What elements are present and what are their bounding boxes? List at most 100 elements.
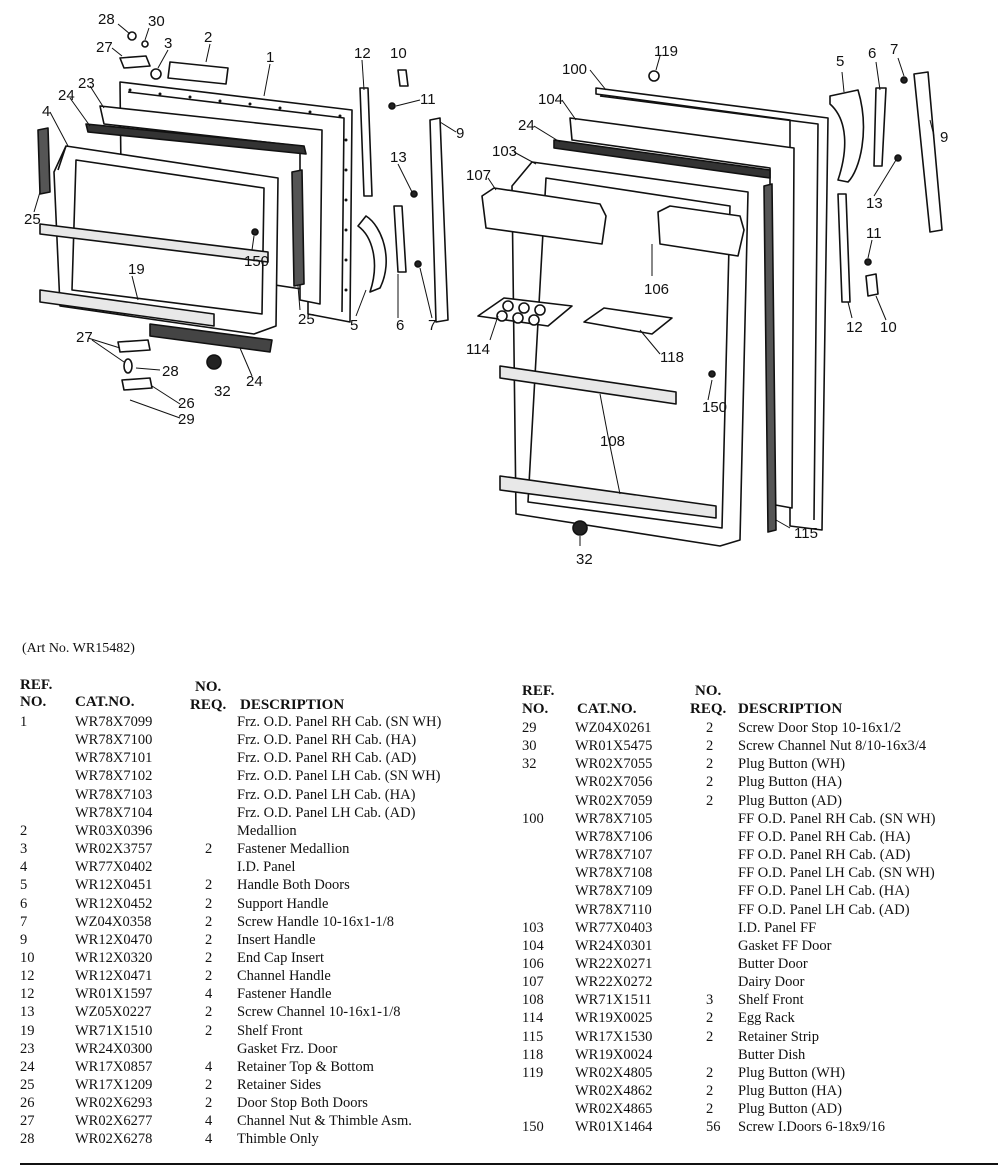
part-catalog-number: WR01X5475: [575, 738, 653, 755]
part-description: Frz. O.D. Panel RH Cab. (SN WH): [237, 714, 442, 730]
callout-24: 24: [246, 373, 263, 390]
callout-10: 10: [880, 319, 897, 336]
part-ref-number: 6: [20, 895, 28, 912]
part-description: Frz. O.D. Panel LH Cab. (SN WH): [237, 768, 441, 785]
part-catalog-number: WR22X0272: [575, 974, 653, 991]
part-catalog-number: WR17X1209: [75, 1077, 153, 1093]
part-quantity: 2: [205, 877, 213, 894]
part-description: Channel Nut & Thimble Asm.: [237, 1113, 412, 1130]
part-description: Screw Handle 10-16x1-1/8: [237, 913, 395, 930]
butter-dish: [583, 307, 673, 335]
right-cat-header: CAT.NO.: [577, 701, 637, 717]
part-catalog-number: WR19X0024: [575, 1046, 653, 1063]
callout-32: 32: [576, 551, 593, 568]
part-ref-number: 9: [20, 931, 28, 948]
part-catalog-number: WR71X1510: [75, 1022, 153, 1039]
part-ref-number: 2: [20, 822, 28, 839]
callout-28: 28: [98, 11, 115, 28]
part-ref-number: 26: [20, 1095, 35, 1112]
part-catalog-number: WR02X6277: [75, 1113, 153, 1130]
part-description: Screw Channel 10-16x1-1/8: [237, 1004, 401, 1021]
part-description: Medallion: [237, 822, 297, 839]
part-quantity: 2: [205, 1077, 213, 1093]
part-catalog-number: WR02X7055: [575, 756, 653, 773]
part-catalog-number: WR12X0470: [75, 931, 153, 948]
part-description: Frz. O.D. Panel RH Cab. (HA): [237, 732, 417, 749]
part-catalog-number: WR03X0396: [75, 822, 153, 839]
part-ref-number: 103: [522, 919, 544, 936]
callout-30: 30: [148, 13, 165, 30]
screw-150-right: [708, 370, 716, 378]
left-req-header-bottom: REQ.: [190, 697, 227, 713]
part-description: I.D. Panel FF: [738, 919, 817, 936]
part-catalog-number: WR78X7105: [575, 810, 653, 827]
part-catalog-number: WR02X4805: [575, 1064, 653, 1081]
part-catalog-number: WR22X0271: [575, 955, 653, 972]
handle-right: [829, 89, 865, 183]
ff-retainer-top: [553, 139, 771, 179]
part-description: Handle Both Doors: [237, 877, 350, 894]
callout-24: 24: [518, 117, 535, 134]
part-ref-number: 24: [20, 1058, 35, 1075]
part-catalog-number: WR78X7104: [75, 804, 153, 821]
medallion-fastener: [150, 68, 162, 80]
art-number: (Art No. WR15482): [22, 641, 135, 656]
part-catalog-number: WR02X4865: [575, 1101, 653, 1118]
freezer-shelf-front-upper: [39, 223, 269, 263]
callout-150: 150: [702, 399, 727, 416]
part-description: Dairy Door: [738, 974, 805, 991]
callout-28: 28: [162, 363, 179, 380]
part-description: Retainer Strip: [738, 1028, 819, 1045]
end-cap-insert-left: [397, 69, 409, 87]
egg-rack: [477, 297, 573, 327]
callout-7: 7: [428, 317, 436, 334]
part-quantity: 2: [706, 720, 714, 736]
part-ref-number: 12: [20, 968, 35, 985]
part-description: Egg Rack: [738, 1010, 795, 1027]
channel-nut-bottom: [117, 339, 151, 353]
freezer-inner-door-liner: [39, 145, 279, 335]
screw-13-right: [894, 154, 902, 162]
part-catalog-number: WR01X1464: [575, 1119, 653, 1136]
part-ref-number: 100: [522, 810, 544, 827]
part-description: FF O.D. Panel RH Cab. (SN WH): [738, 810, 936, 827]
part-ref-number: 19: [20, 1022, 35, 1039]
part-ref-number: 10: [20, 949, 35, 966]
freezer-retainer-bottom: [149, 323, 273, 353]
part-catalog-number: WR24X0300: [75, 1040, 153, 1057]
part-catalog-number: WR02X7056: [575, 774, 653, 791]
callout-24: 24: [58, 87, 75, 104]
part-description: FF O.D. Panel RH Cab. (HA): [738, 828, 911, 845]
callout-5: 5: [350, 317, 358, 334]
part-quantity: 2: [706, 774, 714, 791]
part-ref-number: 3: [20, 841, 28, 858]
part-quantity: 4: [205, 1058, 213, 1075]
callout-9: 9: [456, 125, 464, 142]
part-ref-number: 4: [20, 859, 28, 876]
callout-114: 114: [466, 341, 490, 358]
part-ref-number: 1: [20, 714, 28, 730]
part-catalog-number: WR17X0857: [75, 1058, 153, 1075]
part-catalog-number: WR17X1530: [575, 1028, 653, 1045]
screw-11-right: [864, 258, 872, 266]
part-quantity: 4: [205, 1131, 213, 1148]
part-catalog-number: WR02X4862: [575, 1083, 653, 1099]
callout-11: 11: [420, 91, 436, 108]
ff-shelf-front-1: [499, 365, 677, 405]
left-req-header-top: NO.: [195, 679, 222, 695]
callout-13: 13: [866, 195, 883, 212]
part-catalog-number: WR78X7110: [575, 901, 652, 918]
part-description: Plug Button (HA): [738, 774, 842, 791]
part-catalog-number: WZ05X0227: [75, 1004, 152, 1021]
part-catalog-number: WR01X1597: [75, 986, 153, 1003]
part-description: Butter Dish: [738, 1046, 806, 1063]
part-catalog-number: WR12X0320: [75, 949, 153, 966]
part-quantity: 2: [205, 1095, 213, 1112]
screw-7-left: [414, 260, 422, 268]
support-handle-right: [873, 87, 887, 167]
callout-32: 32: [214, 383, 231, 400]
screw-7-right: [900, 76, 908, 84]
part-catalog-number: WR02X7059: [575, 792, 653, 809]
part-ref-number: 106: [522, 955, 544, 972]
callout-29: 29: [178, 411, 195, 428]
